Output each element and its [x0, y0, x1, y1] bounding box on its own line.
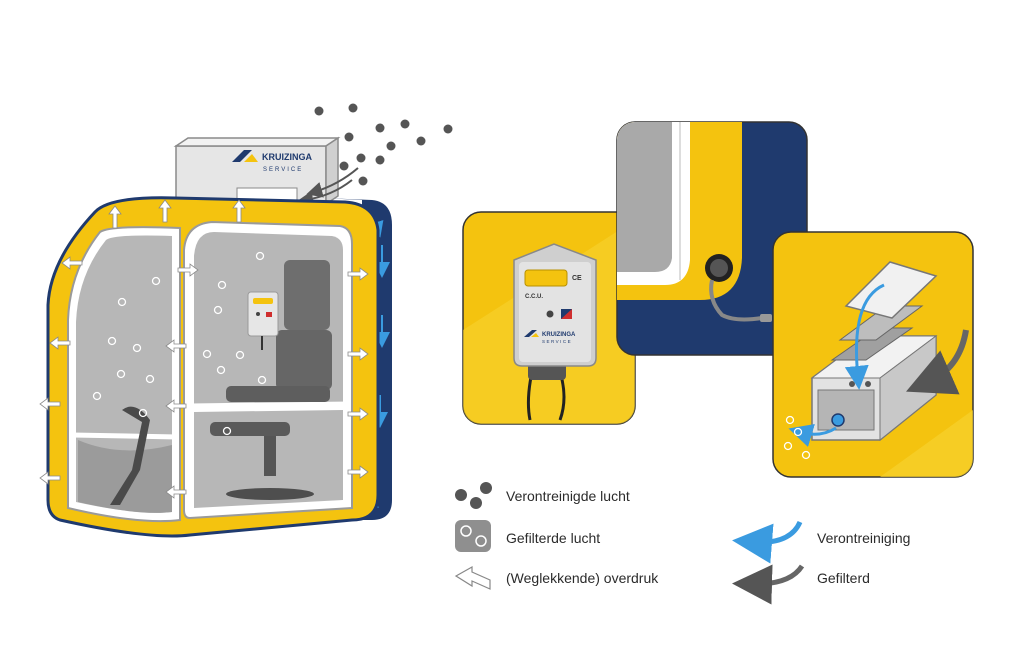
legend-pollution-icon [732, 520, 803, 564]
polluted-particles [314, 103, 453, 186]
ccu-brand-sub: SERVICE [542, 339, 572, 344]
ccu-brand-name: KRUIZINGA [542, 332, 576, 338]
legend-pollution-label: Verontreiniging [817, 530, 911, 546]
legend-filtered-icon [455, 520, 491, 552]
legend-filtered-label: Gefilterd [817, 570, 870, 586]
overpressure-arrows [39, 199, 369, 499]
legend-overpressure-icon [454, 565, 491, 590]
panel-ccu: CE C.C.U. KRUIZINGA SERVICE [462, 211, 636, 425]
legend-polluted-icon [455, 482, 492, 509]
brand-logo-roof: KRUIZINGA SERVICE [232, 150, 312, 173]
ccu-label: C.C.U. [525, 294, 543, 300]
roof-filter-unit [173, 136, 341, 206]
cabin: KRUIZINGA SERVICE [39, 136, 392, 538]
panel-duct-entry [616, 121, 808, 356]
legend-overpressure-label: (Weglekkende) overdruk [506, 570, 659, 586]
legend-filtered-arrow-icon [732, 564, 805, 605]
filtered-air-circles [92, 251, 267, 436]
legend-polluted-label: Verontreinigde lucht [506, 488, 630, 504]
brand-sub-roof: SERVICE [263, 167, 303, 173]
ccu-ce-mark: CE [572, 275, 582, 282]
legend-filtered-air-label: Gefilterde lucht [506, 530, 601, 546]
ccu-small [247, 291, 279, 350]
panel-filter-unit [772, 231, 974, 478]
brand-name-roof: KRUIZINGA [262, 152, 312, 162]
